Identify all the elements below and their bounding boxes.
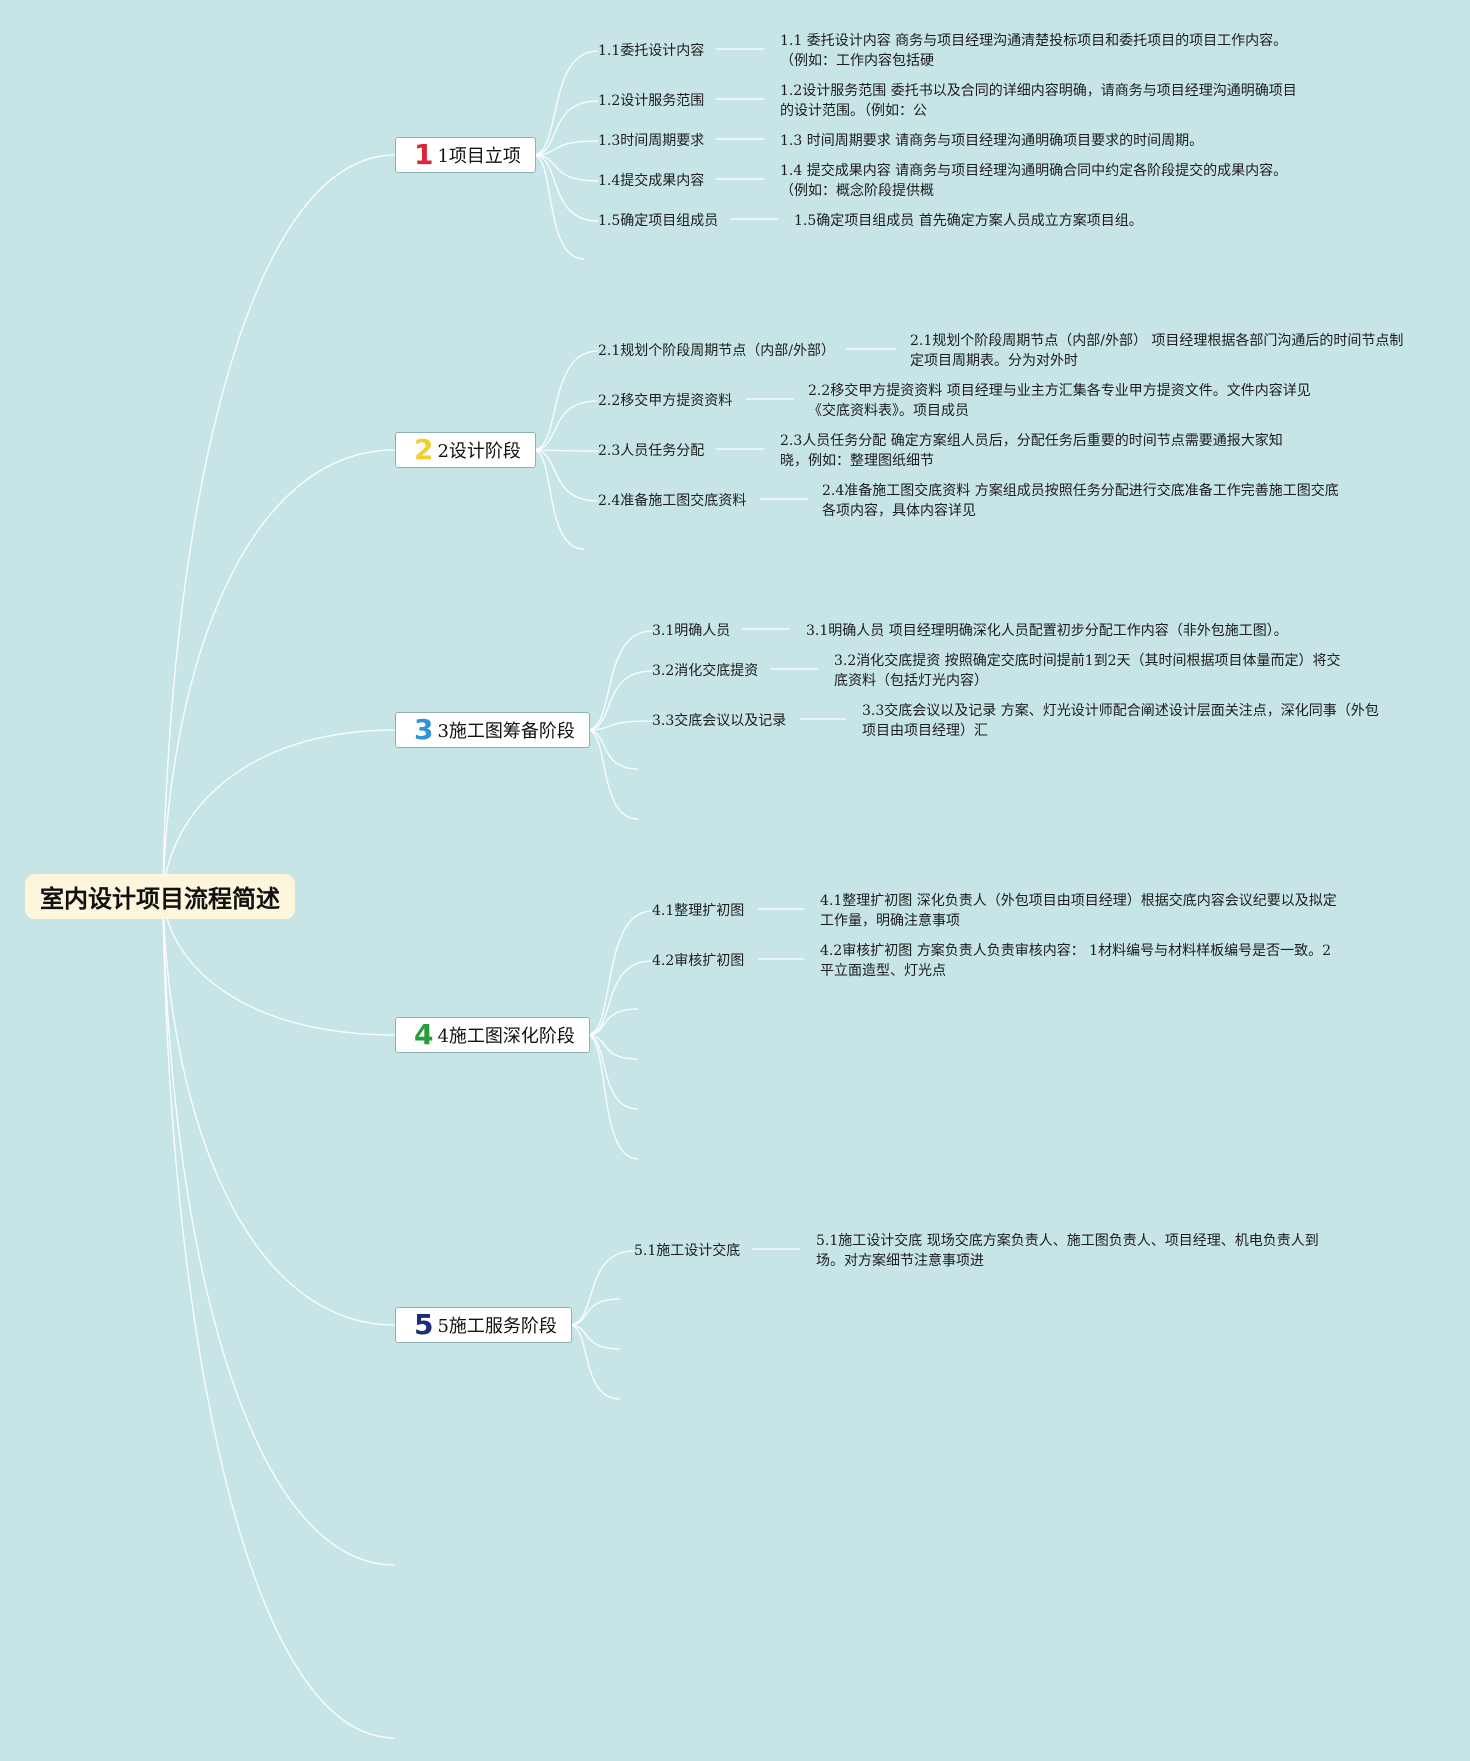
step-1-4[interactable]: 1.4提交成果内容 bbox=[598, 173, 705, 189]
stage-node-5[interactable]: 5 5施工服务阶段 bbox=[395, 1307, 572, 1343]
stage-4-branch-6 bbox=[586, 1034, 639, 1160]
stage-4-branch-4 bbox=[586, 1034, 639, 1060]
stage-5-branch-4 bbox=[568, 1324, 621, 1400]
root-branch-6 bbox=[162, 895, 396, 1566]
root-branch-4 bbox=[162, 895, 396, 1036]
stage-1-branch-5 bbox=[532, 154, 599, 222]
step-3-2-desc: 3.2消化交底提资 按照确定交底时间提前1到2天（其时间根据项目体量而定）将交底… bbox=[834, 653, 1341, 689]
stage-label-2: 2设计阶段 bbox=[437, 441, 521, 462]
stage-2-branch-1 bbox=[532, 350, 599, 451]
stage-4-branch-1 bbox=[586, 910, 653, 1036]
step-4-2[interactable]: 4.2审核扩初图 bbox=[652, 953, 745, 969]
step-3-3-desc: 3.3交底会议以及记录 方案、灯光设计师配合阐述设计层面关注点，深化同事（外包项… bbox=[862, 703, 1379, 739]
number-2-icon: 2 bbox=[414, 433, 434, 466]
number-4-icon: 4 bbox=[414, 1018, 434, 1051]
stage-4-branch-2 bbox=[586, 960, 653, 1036]
stage-3-branch-5 bbox=[586, 729, 639, 820]
step-2-4[interactable]: 2.4准备施工图交底资料 bbox=[598, 493, 747, 509]
step-1-5[interactable]: 1.5确定项目组成员 bbox=[598, 213, 719, 229]
stage-3-branch-2 bbox=[586, 670, 653, 731]
step-2-1-desc: 2.1规划个阶段周期节点（内部/外部） 项目经理根据各部门沟通后的时间节点制定项… bbox=[910, 333, 1404, 369]
stage-label-4: 4施工图深化阶段 bbox=[437, 1026, 575, 1047]
stage-3-branch-1 bbox=[586, 630, 653, 731]
stage-3-branch-3 bbox=[586, 720, 653, 731]
stage-node-4[interactable]: 4 4施工图深化阶段 bbox=[395, 1017, 590, 1053]
stage-2-branch-3 bbox=[532, 449, 599, 452]
step-2-2[interactable]: 2.2移交甲方提资资料 bbox=[598, 393, 733, 409]
number-1-icon: 1 bbox=[414, 138, 434, 171]
stage-5-branch-2 bbox=[568, 1298, 621, 1326]
step-1-2-desc: 1.2设计服务范围 委托书以及合同的详细内容明确，请商务与项目经理沟通明确项目的… bbox=[780, 83, 1297, 119]
stage-node-3[interactable]: 3 3施工图筹备阶段 bbox=[395, 712, 590, 748]
stage-1-branch-4 bbox=[532, 154, 599, 182]
step-3-1[interactable]: 3.1明确人员 bbox=[652, 623, 731, 639]
stage-4-branch-5 bbox=[586, 1034, 639, 1110]
step-5-1-desc: 5.1施工设计交底 现场交底方案负责人、施工图负责人、项目经理、机电负责人到场。… bbox=[816, 1233, 1319, 1269]
stage-4-branch-3 bbox=[586, 1008, 639, 1036]
step-2-4-desc: 2.4准备施工图交底资料 方案组成员按照任务分配进行交底准备工作完善施工图交底各… bbox=[822, 483, 1339, 519]
root-branch-7 bbox=[162, 895, 396, 1739]
step-2-3[interactable]: 2.3人员任务分配 bbox=[598, 443, 705, 459]
step-1-3-desc: 1.3 时间周期要求 请商务与项目经理沟通明确项目要求的时间周期。 bbox=[780, 133, 1204, 149]
stage-label-5: 5施工服务阶段 bbox=[437, 1316, 557, 1337]
step-3-3[interactable]: 3.3交底会议以及记录 bbox=[652, 713, 787, 729]
step-4-1[interactable]: 4.1整理扩初图 bbox=[652, 903, 745, 919]
root-node[interactable]: 室内设计项目流程简述 bbox=[25, 874, 295, 919]
stage-1-branch-2 bbox=[532, 100, 599, 156]
stage-2-branch-4 bbox=[532, 449, 599, 502]
number-5-icon: 5 bbox=[414, 1308, 434, 1341]
stage-label-3: 3施工图筹备阶段 bbox=[437, 721, 575, 742]
step-1-1-desc: 1.1 委托设计内容 商务与项目经理沟通清楚投标项目和委托项目的项目工作内容。（… bbox=[780, 33, 1288, 69]
stage-label-1: 1项目立项 bbox=[437, 146, 521, 167]
step-1-1[interactable]: 1.1委托设计内容 bbox=[598, 43, 705, 59]
step-3-2[interactable]: 3.2消化交底提资 bbox=[652, 663, 759, 679]
stage-node-2[interactable]: 2 2设计阶段 bbox=[395, 432, 536, 468]
step-4-2-desc: 4.2审核扩初图 方案负责人负责审核内容： 1材料编号与材料样板编号是否一致。2… bbox=[820, 943, 1331, 979]
stage-5-branch-3 bbox=[568, 1324, 621, 1350]
step-2-3-desc: 2.3人员任务分配 确定方案组人员后，分配任务后重要的时间节点需要通报大家知晓，… bbox=[780, 433, 1283, 469]
step-1-4-desc: 1.4 提交成果内容 请商务与项目经理沟通明确合同中约定各阶段提交的成果内容。（… bbox=[780, 163, 1288, 199]
step-3-1-desc: 3.1明确人员 项目经理明确深化人员配置初步分配工作内容（非外包施工图）。 bbox=[806, 623, 1288, 639]
stage-node-1[interactable]: 1 1项目立项 bbox=[395, 137, 536, 173]
stage-2-branch-2 bbox=[532, 400, 599, 451]
stage-3-branch-4 bbox=[586, 729, 639, 770]
stage-1-branch-6 bbox=[532, 154, 585, 260]
step-1-2[interactable]: 1.2设计服务范围 bbox=[598, 93, 705, 109]
step-4-1-desc: 4.1整理扩初图 深化负责人（外包项目由项目经理）根据交底内容会议纪要以及拟定工… bbox=[820, 893, 1337, 929]
root-branch-2 bbox=[162, 449, 396, 897]
stage-5-branch-1 bbox=[568, 1250, 635, 1326]
step-1-3[interactable]: 1.3时间周期要求 bbox=[598, 133, 705, 149]
stage-1-branch-3 bbox=[532, 140, 599, 156]
stage-2-branch-5 bbox=[532, 449, 585, 550]
root-branch-5 bbox=[162, 895, 396, 1326]
root-branch-3 bbox=[162, 729, 396, 897]
step-1-5-desc: 1.5确定项目组成员 首先确定方案人员成立方案项目组。 bbox=[794, 213, 1143, 229]
step-2-2-desc: 2.2移交甲方提资资料 项目经理与业主方汇集各专业甲方提资文件。文件内容详见《交… bbox=[808, 383, 1311, 419]
step-2-1[interactable]: 2.1规划个阶段周期节点（内部/外部） bbox=[598, 343, 835, 359]
stage-1-branch-1 bbox=[532, 50, 599, 156]
step-5-1[interactable]: 5.1施工设计交底 bbox=[634, 1243, 741, 1259]
number-3-icon: 3 bbox=[414, 713, 434, 746]
root-branch-1 bbox=[162, 154, 396, 897]
